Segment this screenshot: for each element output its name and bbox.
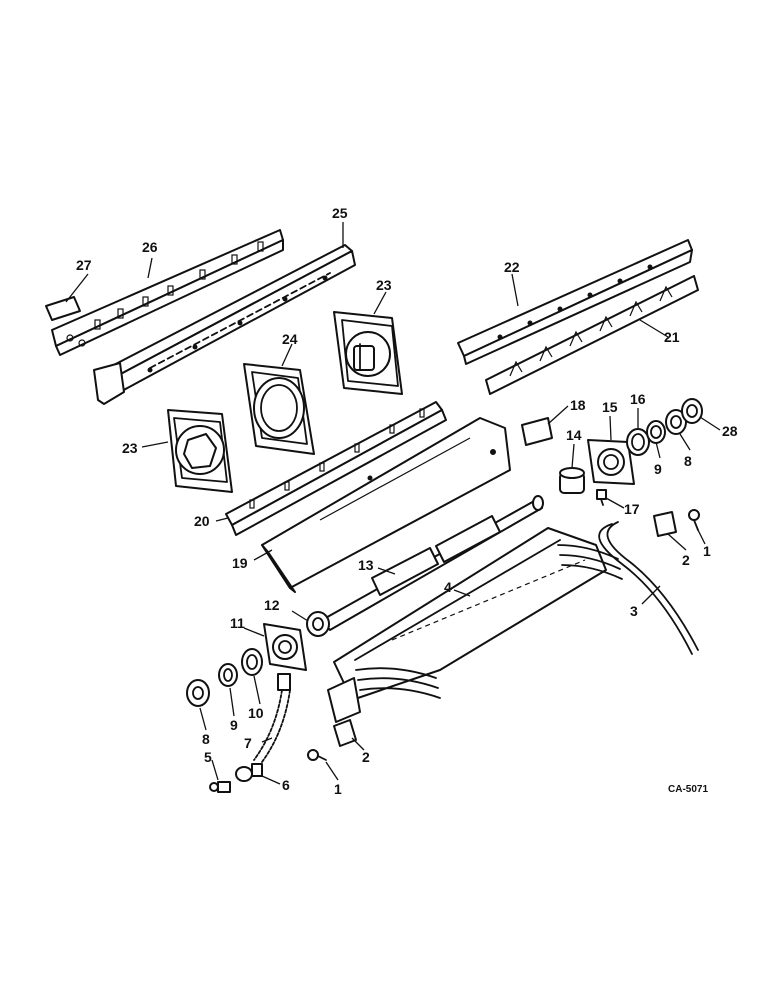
- callout-1-left: 1: [334, 781, 342, 797]
- part-9-washer-left: [218, 663, 238, 687]
- callout-5: 5: [204, 749, 212, 765]
- part-2-plate-right: [653, 511, 677, 537]
- callout-21: 21: [664, 329, 680, 345]
- callout-17: 17: [624, 501, 640, 517]
- callout-9-left: 9: [230, 717, 238, 733]
- part-24-flange: [243, 363, 315, 455]
- part-14-bushing: [559, 467, 585, 494]
- callout-20: 20: [194, 513, 210, 529]
- part-20-strip: [225, 401, 447, 536]
- part-15-flange: [587, 439, 635, 485]
- callout-6: 6: [282, 777, 290, 793]
- part-21-rail: [485, 275, 699, 395]
- callout-10: 10: [248, 705, 264, 721]
- callout-8-right: 8: [684, 453, 692, 469]
- part-1-screw-right: [688, 509, 700, 531]
- part-19-shield: [261, 417, 511, 593]
- part-28-ring: [681, 398, 703, 424]
- callout-2-left: 2: [362, 749, 370, 765]
- part-27-plate: [45, 296, 81, 321]
- callout-18: 18: [570, 397, 586, 413]
- part-1-screw-left: [307, 749, 327, 761]
- callout-24: 24: [282, 331, 298, 347]
- part-8-washer-left: [186, 679, 210, 707]
- callout-26: 26: [142, 239, 158, 255]
- part-17-bolt: [596, 489, 607, 506]
- part-2-plate-left: [333, 719, 357, 747]
- callout-4: 4: [444, 579, 452, 595]
- part-9-washer-right: [646, 420, 666, 444]
- callout-13: 13: [358, 557, 374, 573]
- callout-14: 14: [566, 427, 582, 443]
- callout-1-right: 1: [703, 543, 711, 559]
- callout-8-left: 8: [202, 731, 210, 747]
- part-10-bearing: [241, 648, 263, 676]
- callout-12: 12: [264, 597, 280, 613]
- part-12-seal: [306, 611, 330, 637]
- part-6-fitting: [235, 763, 263, 782]
- part-25-angle-bar: [93, 244, 356, 405]
- callout-15: 15: [602, 399, 618, 415]
- part-11-flange: [263, 623, 307, 671]
- part-16-bearing: [626, 428, 650, 456]
- callout-11: 11: [230, 615, 245, 631]
- part-26-rail: [51, 229, 284, 356]
- part-22-rail: [457, 239, 693, 365]
- callout-2-right: 2: [682, 552, 690, 568]
- callout-22: 22: [504, 259, 520, 275]
- callout-16: 16: [630, 391, 646, 407]
- callout-25: 25: [332, 205, 348, 221]
- callout-27: 27: [76, 257, 92, 273]
- part-4-frame: [327, 527, 623, 723]
- part-8-washer-right: [665, 409, 687, 435]
- leader-lines: [65, 222, 721, 785]
- part-23-housing-upper: [333, 311, 403, 395]
- callout-7: 7: [244, 735, 252, 751]
- callout-23-upper: 23: [376, 277, 392, 293]
- part-7-lube-hose: [253, 673, 291, 763]
- callout-23-lower: 23: [122, 440, 138, 456]
- callout-3: 3: [630, 603, 638, 619]
- part-23-housing-lower: [167, 409, 233, 493]
- part-5-grease-fitting: [209, 781, 231, 793]
- callout-28: 28: [722, 423, 738, 439]
- drawing-code: CA-5071: [668, 784, 708, 795]
- part-18-plate: [521, 417, 553, 446]
- callout-9-right: 9: [654, 461, 662, 477]
- callout-19: 19: [232, 555, 248, 571]
- part-3-hose: [598, 521, 699, 655]
